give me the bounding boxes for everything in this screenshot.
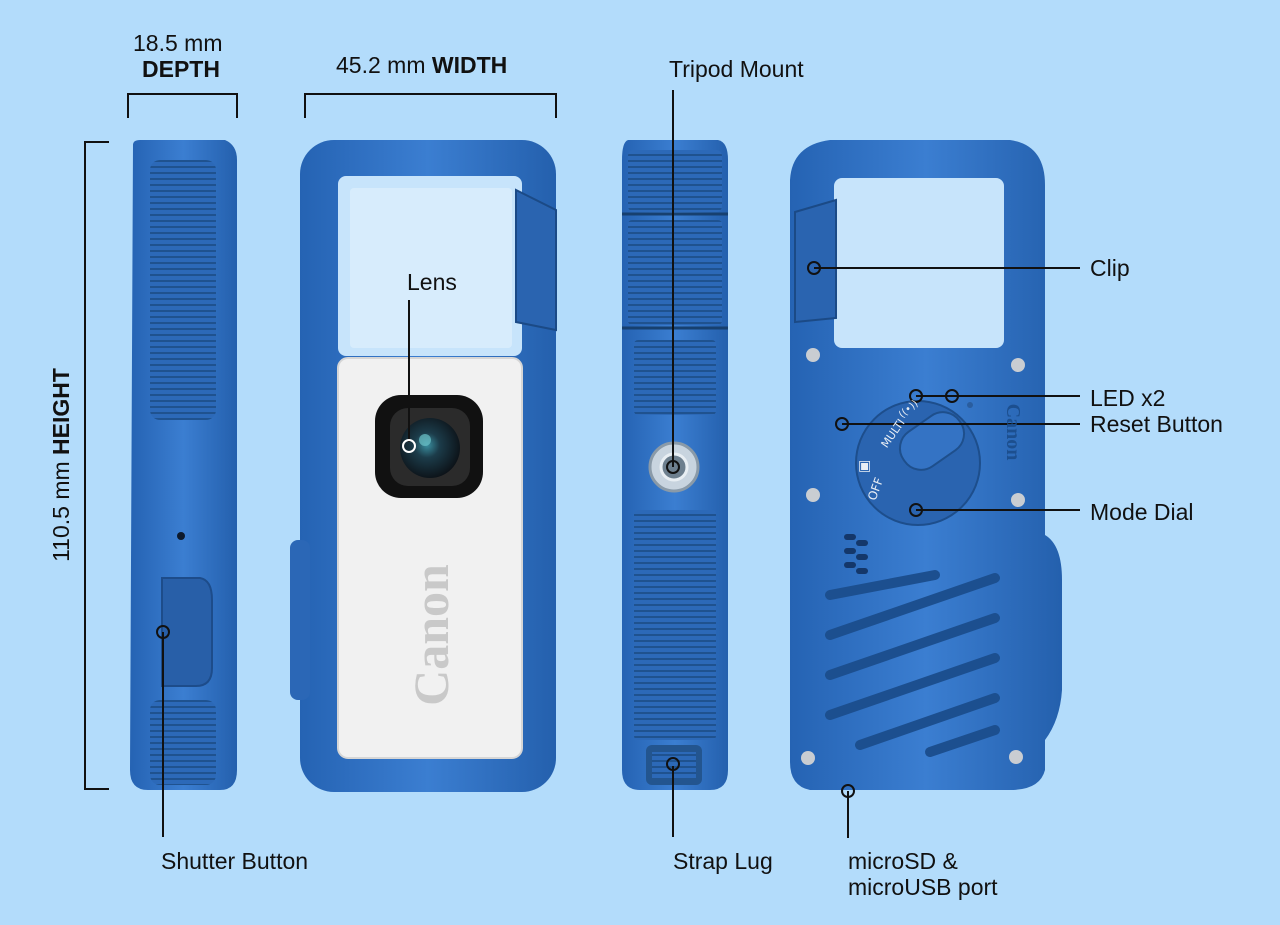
leader-dots: [156, 261, 959, 798]
height-dimension: 110.5 mm HEIGHT: [48, 360, 74, 570]
label-led: LED x2: [1090, 385, 1166, 411]
label-lens: Lens: [407, 269, 457, 295]
canon-logo-front: Canon: [403, 564, 459, 706]
label-port-line1: microSD &: [848, 848, 958, 874]
camera-side-view: [130, 140, 237, 790]
width-dimension: 45.2 mm WIDTH: [336, 52, 507, 78]
canon-logo-back: Canon: [1002, 403, 1024, 461]
label-mode-dial: Mode Dial: [1090, 499, 1194, 525]
label-tripod-mount: Tripod Mount: [669, 56, 804, 82]
label-clip: Clip: [1090, 255, 1130, 281]
dimension-brackets: [84, 93, 557, 790]
camera-back-view: [790, 140, 1062, 790]
depth-label: DEPTH: [142, 56, 220, 82]
height-value: 110.5 mm: [48, 461, 74, 562]
label-strap-lug: Strap Lug: [673, 848, 773, 874]
width-value: 45.2 mm: [336, 52, 426, 78]
dial-photo-icon: ▣: [858, 458, 872, 474]
height-label: HEIGHT: [48, 368, 74, 455]
leader-lines: [162, 90, 1080, 838]
label-port-line2: microUSB port: [848, 874, 998, 900]
camera-front-view: [290, 140, 557, 792]
label-shutter-button: Shutter Button: [161, 848, 309, 874]
width-label: WIDTH: [431, 52, 508, 78]
camera-side-view-tripod: [622, 140, 728, 790]
depth-value: 18.5 mm: [133, 30, 223, 56]
label-reset-button: Reset Button: [1090, 411, 1223, 437]
